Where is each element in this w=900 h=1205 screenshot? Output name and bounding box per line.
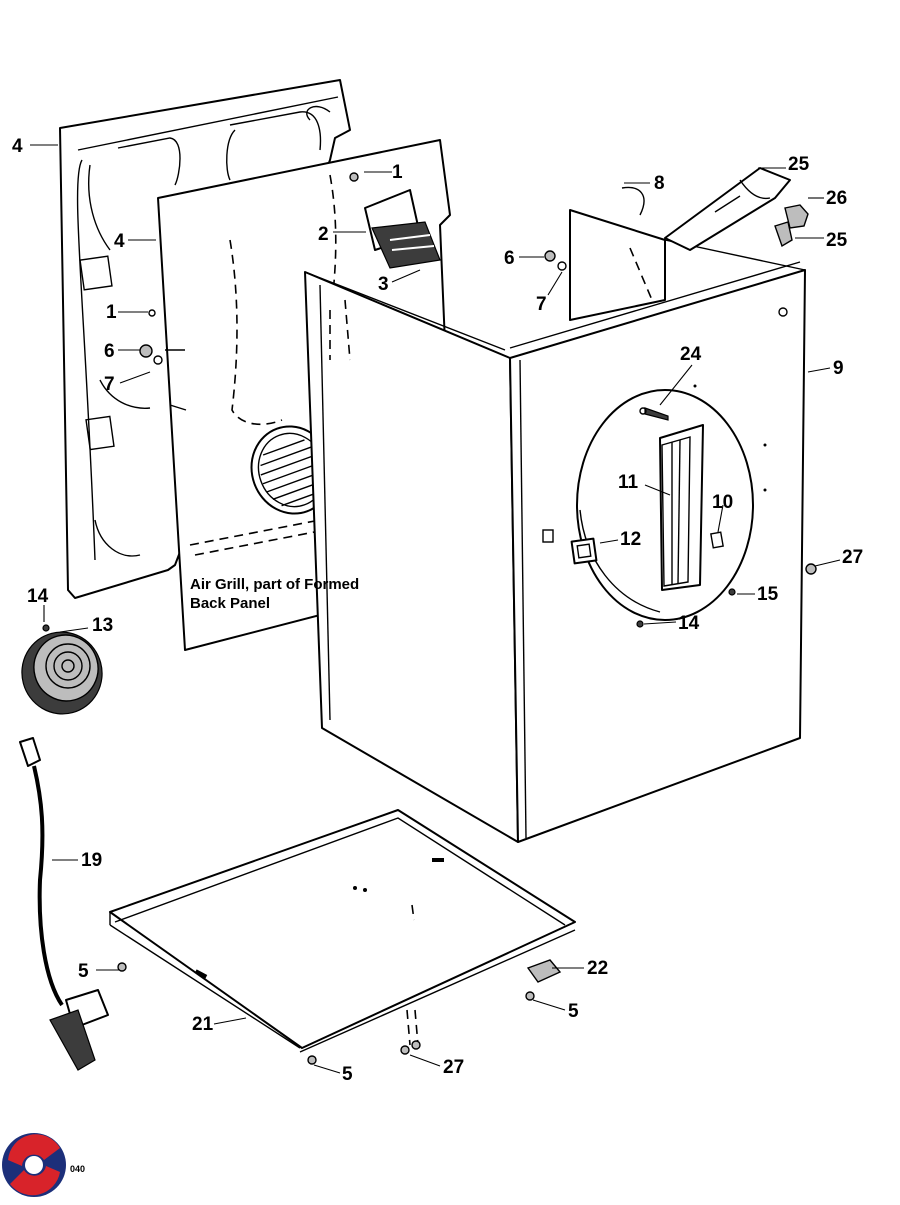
note-line-1: Air Grill, part of Formed bbox=[190, 576, 359, 593]
callout-8: 8 bbox=[654, 173, 665, 194]
control-bracket-25 bbox=[664, 167, 791, 251]
callout-25b: 25 bbox=[826, 230, 848, 251]
foot-5c bbox=[307, 1055, 317, 1065]
callout-13: 13 bbox=[92, 615, 113, 636]
screw-27a bbox=[805, 563, 817, 575]
callout-1b: 1 bbox=[106, 302, 117, 323]
screw-6a bbox=[139, 344, 153, 358]
wire-8 bbox=[621, 186, 645, 216]
bracket-22 bbox=[526, 959, 562, 983]
callout-3: 3 bbox=[378, 274, 389, 295]
callout-5a: 5 bbox=[78, 961, 89, 982]
callout-19: 19 bbox=[81, 850, 102, 871]
air-grill-note: Air Grill, part of Formed Back Panel bbox=[190, 576, 359, 612]
callout-15: 15 bbox=[757, 584, 779, 605]
screw-1b bbox=[148, 309, 156, 317]
callout-7a: 7 bbox=[104, 374, 115, 395]
callout-6b: 6 bbox=[504, 248, 515, 269]
screw-15 bbox=[728, 588, 736, 596]
screw-27b bbox=[400, 1040, 421, 1055]
screw-24 bbox=[639, 407, 669, 421]
note-line-2: Back Panel bbox=[190, 595, 270, 612]
callout-4b: 4 bbox=[114, 231, 125, 252]
callout-12: 12 bbox=[620, 529, 641, 550]
power-cord-19 bbox=[19, 737, 109, 1071]
callout-2: 2 bbox=[318, 224, 329, 245]
callout-22: 22 bbox=[587, 958, 608, 979]
nut-7b bbox=[557, 261, 567, 271]
screw-1a bbox=[349, 172, 359, 182]
callout-labels: 4 4 1 2 3 1 6 7 6 7 8 25 26 25 9 24 11 1… bbox=[12, 136, 863, 1085]
leader-lines bbox=[30, 144, 841, 1074]
callout-14a: 14 bbox=[27, 586, 49, 607]
callout-21: 21 bbox=[192, 1014, 214, 1035]
callout-4a: 4 bbox=[12, 136, 23, 157]
callout-24: 24 bbox=[680, 344, 702, 365]
cabinet-body bbox=[304, 209, 806, 843]
callout-27b: 27 bbox=[443, 1057, 464, 1078]
callout-6a: 6 bbox=[104, 341, 115, 362]
blower-13 bbox=[21, 631, 103, 715]
screw-14a bbox=[42, 624, 50, 632]
part-25-clip bbox=[774, 221, 793, 248]
base-panel-21 bbox=[109, 809, 576, 1053]
foot-5a bbox=[117, 962, 127, 972]
brand-logo: 040 bbox=[2, 1133, 85, 1197]
callout-25a: 25 bbox=[788, 154, 810, 175]
callout-5c: 5 bbox=[342, 1064, 353, 1085]
callout-11: 11 bbox=[618, 472, 639, 493]
callout-7b: 7 bbox=[536, 294, 547, 315]
callout-1a: 1 bbox=[392, 162, 403, 183]
callout-27a: 27 bbox=[842, 547, 863, 568]
callout-5b: 5 bbox=[568, 1001, 579, 1022]
screw-6b bbox=[544, 250, 556, 262]
callout-10: 10 bbox=[712, 492, 733, 513]
footer-code: 040 bbox=[70, 1164, 85, 1174]
foot-5b bbox=[525, 991, 535, 1001]
callout-26: 26 bbox=[826, 188, 847, 209]
callout-14b: 14 bbox=[678, 613, 700, 634]
callout-9: 9 bbox=[833, 358, 844, 379]
screw-14b bbox=[636, 620, 644, 628]
terminal-block bbox=[364, 189, 441, 269]
nut-7a bbox=[153, 355, 163, 365]
